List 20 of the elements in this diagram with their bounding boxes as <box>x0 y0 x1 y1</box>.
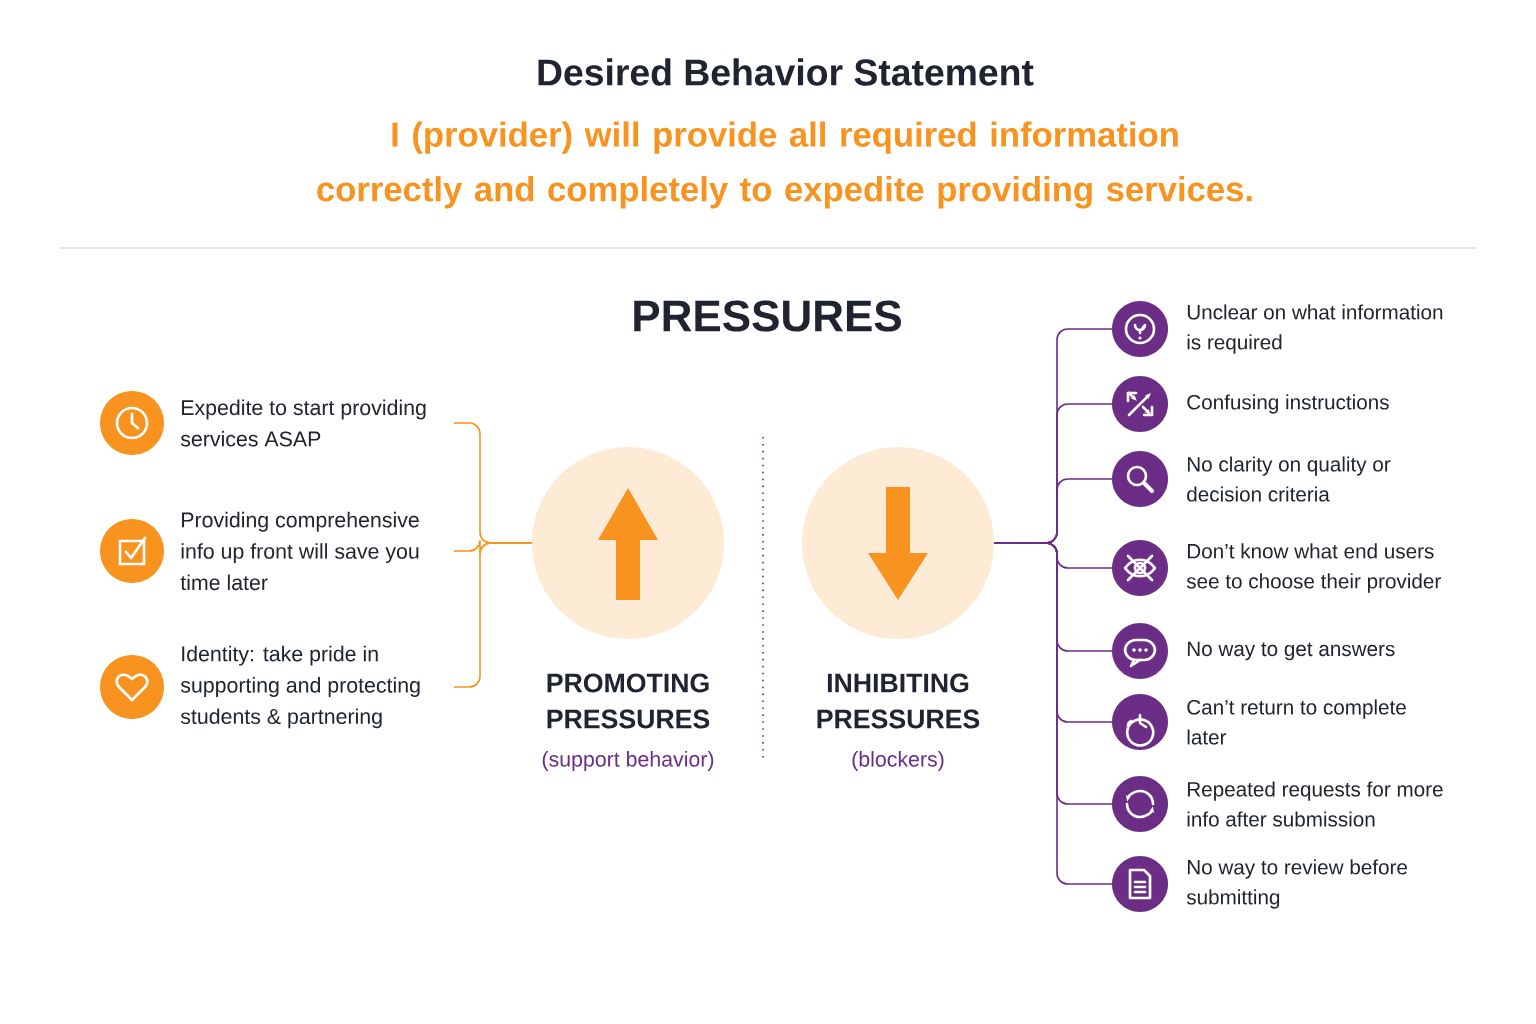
statement: I (provider) will provide all required information correctly and completely to expedite providing services. <box>317 121 1252 209</box>
pressure-heading: INHIBITING PRESSURES <box>817 673 980 729</box>
item-text: Expedite to start providing services ASAP <box>180 399 426 447</box>
item-text: No way to get answers <box>1187 641 1395 661</box>
item-text: Identity: take pride in supporting and protecting students & partnering <box>180 645 420 729</box>
connector-line <box>453 542 533 688</box>
connector-line <box>993 542 1113 885</box>
item-text: Unclear on what information is required <box>1187 304 1443 354</box>
pressure-heading: PROMOTING PRESSURES <box>547 673 710 729</box>
pressure-subheading: (blockers) <box>852 751 944 771</box>
section-heading: PRESSURES <box>634 300 901 332</box>
item-text: Repeated requests for more info after submission <box>1187 781 1443 827</box>
item-text: No way to review before submitting <box>1186 859 1407 909</box>
item-text: Providing comprehensive info up front will save you time later <box>180 511 419 591</box>
pressure-subheading: (support behavior) <box>542 751 714 771</box>
item-text: Can’t return to complete later <box>1187 699 1406 745</box>
item-text: Confusing instructions <box>1187 394 1389 414</box>
title: Desired Behavior Statement <box>538 58 1034 86</box>
item-text: No clarity on quality or decision criteria <box>1187 456 1391 502</box>
item-text: Don’t know what end users see to choose their provider <box>1186 543 1441 593</box>
